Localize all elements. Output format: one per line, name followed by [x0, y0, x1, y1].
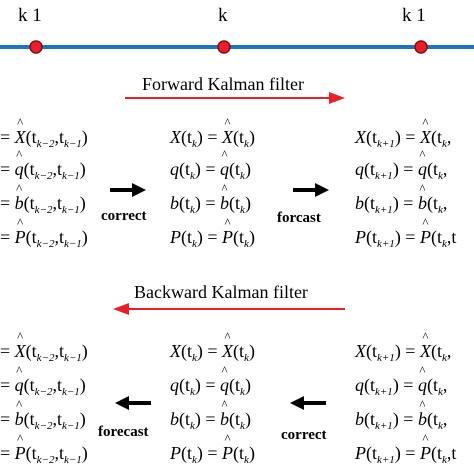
forward-step-forcast: forcast: [277, 210, 321, 226]
eq-back-mid-p: P(tk) = P(tk): [170, 444, 255, 466]
forward-step-correct: correct: [101, 208, 147, 224]
eq-next-q: q(tk+1) = q(tk,: [355, 160, 447, 182]
timeline-node-k: [217, 40, 231, 54]
eq-prev-b: = b(tk−2,tk−1): [0, 194, 86, 216]
timeline-node-k-plus-1: [414, 40, 428, 54]
timeline-node-k-minus-1: [29, 40, 43, 54]
eq-back-next-p: P(tk+1) = P(tk,t: [355, 444, 456, 466]
eq-back-mid-b: b(tk) = b(tk): [170, 410, 251, 432]
eq-mid-x: X(tk) = X(tk): [170, 128, 255, 150]
eq-back-mid-q: q(tk) = q(tk): [170, 376, 251, 398]
backward-arrow: [113, 303, 345, 315]
forward-arrow: [125, 92, 345, 104]
forecast-arrow-backward: [115, 396, 151, 410]
timeline-label-k-minus-1: k 1: [18, 5, 42, 26]
eq-mid-p: P(tk) = P(tk): [170, 228, 255, 250]
eq-prev-p: = P(tk−2,tk−1): [0, 228, 88, 250]
timeline: k 1 k k 1: [0, 0, 474, 60]
forcast-arrow-forward: [293, 183, 329, 197]
eq-prev-q: = q(tk−2,tk−1): [0, 160, 86, 182]
eq-prev-x: = X(tk−2,tk−1): [0, 128, 88, 150]
eq-next-b: b(tk+1) = b(tk,: [355, 194, 447, 216]
eq-next-x: X(tk+1) = X(tk,: [355, 128, 451, 150]
eq-back-prev-x: = X(tk−2,tk−1): [0, 342, 88, 364]
correct-arrow-forward: [110, 183, 146, 197]
timeline-label-k-plus-1: k 1: [402, 5, 426, 26]
eq-back-prev-p: = P(tk−2,tk−1): [0, 444, 88, 466]
eq-back-mid-x: X(tk) = X(tk): [170, 342, 255, 364]
eq-mid-b: b(tk) = b(tk): [170, 194, 251, 216]
eq-back-next-q: q(tk+1) = q(tk,: [355, 376, 447, 398]
eq-back-prev-b: = b(tk−2,tk−1): [0, 410, 86, 432]
timeline-label-k: k: [218, 5, 228, 26]
correct-arrow-backward: [290, 396, 326, 410]
eq-back-prev-q: = q(tk−2,tk−1): [0, 376, 86, 398]
backward-step-correct: correct: [281, 427, 327, 443]
eq-next-p: P(tk+1) = P(tk,t: [355, 228, 456, 250]
backward-filter-title: Backward Kalman filter: [134, 282, 308, 302]
timeline-axis: [0, 40, 474, 54]
eq-mid-q: q(tk) = q(tk): [170, 160, 251, 182]
forward-filter-title: Forward Kalman filter: [142, 74, 304, 94]
eq-back-next-b: b(tk+1) = b(tk,: [355, 410, 447, 432]
eq-back-next-x: X(tk+1) = X(tk,: [355, 342, 451, 364]
backward-step-forecast: forecast: [98, 424, 149, 440]
